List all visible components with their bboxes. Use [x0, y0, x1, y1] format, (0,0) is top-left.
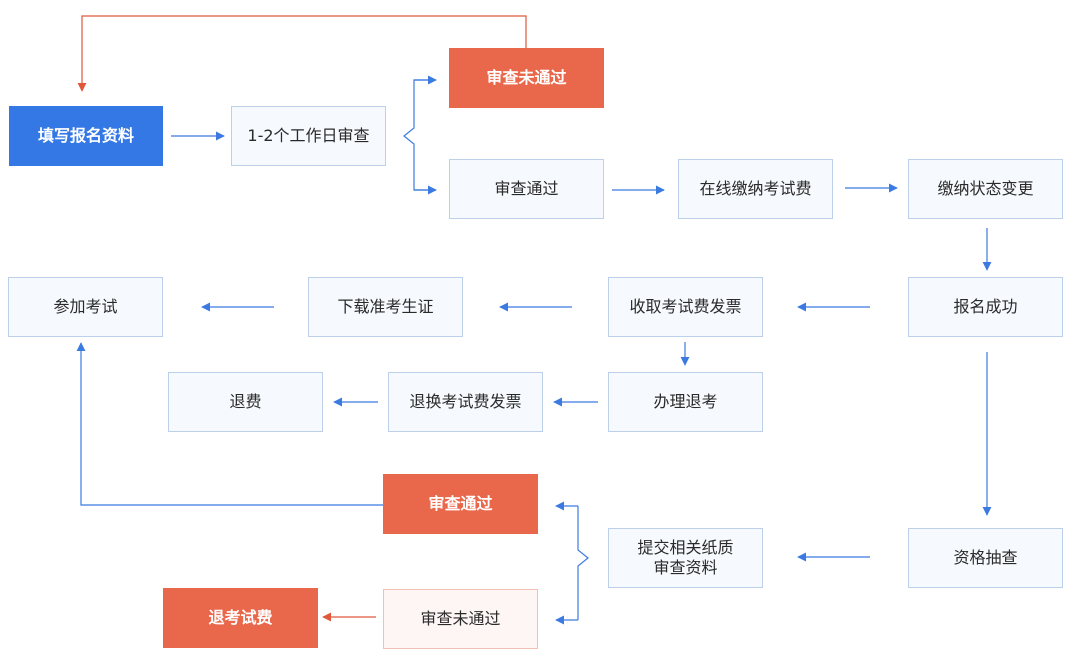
node-label: 资格抽查 — [953, 548, 1018, 567]
bracket-top — [403, 79, 436, 191]
node-submit-paper-docs: 提交相关纸质 审查资料 — [608, 528, 763, 588]
node-label: 审查通过 — [494, 179, 559, 198]
node-label: 填写报名资料 — [37, 126, 134, 145]
node-refund-exam-fee: 退考试费 — [163, 588, 318, 648]
node-label: 报名成功 — [953, 297, 1018, 316]
node-withdraw: 办理退考 — [608, 372, 763, 432]
node-review-fail-bottom: 审查未通过 — [383, 589, 538, 649]
node-receive-invoice: 收取考试费发票 — [608, 277, 763, 337]
node-refund: 退费 — [168, 372, 323, 432]
node-label: 退考试费 — [208, 608, 273, 627]
node-label: 下载准考生证 — [337, 297, 434, 316]
node-label: 退换考试费发票 — [409, 392, 522, 411]
node-label: 审查通过 — [428, 494, 493, 513]
bracket-bottom — [577, 506, 589, 620]
node-label: 审查未通过 — [486, 68, 567, 87]
node-review-fail-top: 审查未通过 — [449, 48, 604, 108]
node-label: 参加考试 — [53, 297, 118, 316]
node-label: 退费 — [229, 392, 262, 411]
node-qualification-check: 资格抽查 — [908, 528, 1063, 588]
node-label: 办理退考 — [653, 392, 718, 411]
node-label: 提交相关纸质 审查资料 — [637, 538, 734, 577]
node-fill-info: 填写报名资料 — [9, 106, 163, 166]
node-payment-status: 缴纳状态变更 — [908, 159, 1063, 219]
node-label: 缴纳状态变更 — [937, 179, 1034, 198]
node-exchange-invoice: 退换考试费发票 — [388, 372, 543, 432]
node-review-pass-top: 审查通过 — [449, 159, 604, 219]
node-label: 收取考试费发票 — [629, 297, 742, 316]
node-label: 1-2个工作日审查 — [247, 126, 370, 145]
node-download-admission: 下载准考生证 — [308, 277, 463, 337]
node-signup-success: 报名成功 — [908, 277, 1063, 337]
node-pay-online: 在线缴纳考试费 — [678, 159, 833, 219]
node-label: 审查未通过 — [420, 609, 501, 628]
node-review-1-2-days: 1-2个工作日审查 — [231, 106, 386, 166]
node-review-pass-bottom: 审查通过 — [383, 474, 538, 534]
node-take-exam: 参加考试 — [8, 277, 163, 337]
node-label: 在线缴纳考试费 — [699, 179, 812, 198]
